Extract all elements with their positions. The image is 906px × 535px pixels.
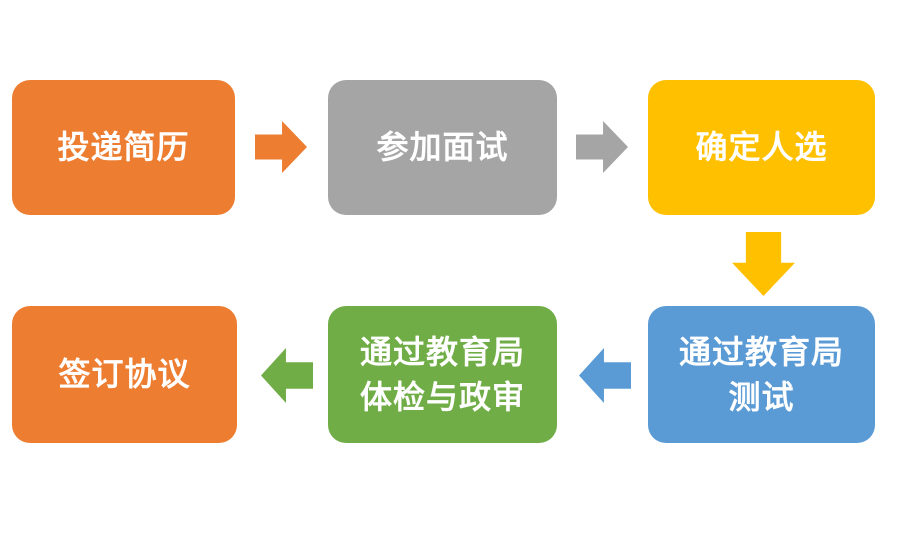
step-label-line2: 体检与政审	[359, 378, 525, 415]
arrow-left-icon	[579, 348, 631, 403]
step-label: 参加面试	[376, 129, 509, 165]
step-label: 投递简历	[57, 129, 190, 165]
step-label-line1: 通过教育局	[359, 333, 525, 370]
step-label: 签订协议	[58, 356, 191, 392]
arrow-right-icon	[576, 121, 628, 173]
step-label: 确定人选	[695, 129, 828, 165]
arrow-right-icon	[255, 121, 307, 173]
step-box-sign-agreement: 签订协议	[12, 306, 237, 443]
step-label-line2: 测试	[728, 378, 795, 415]
arrow-down-icon	[732, 232, 795, 296]
arrow-left-icon	[261, 348, 313, 403]
step-box-confirm-candidate: 确定人选	[648, 80, 875, 215]
step-box-pass-bureau-test: 通过教育局 测试	[648, 306, 875, 443]
step-box-submit-resume: 投递简历	[12, 80, 235, 215]
step-label-line1: 通过教育局	[678, 333, 844, 370]
step-box-attend-interview: 参加面试	[328, 80, 557, 215]
step-box-pass-physical-political: 通过教育局 体检与政审	[328, 306, 557, 443]
